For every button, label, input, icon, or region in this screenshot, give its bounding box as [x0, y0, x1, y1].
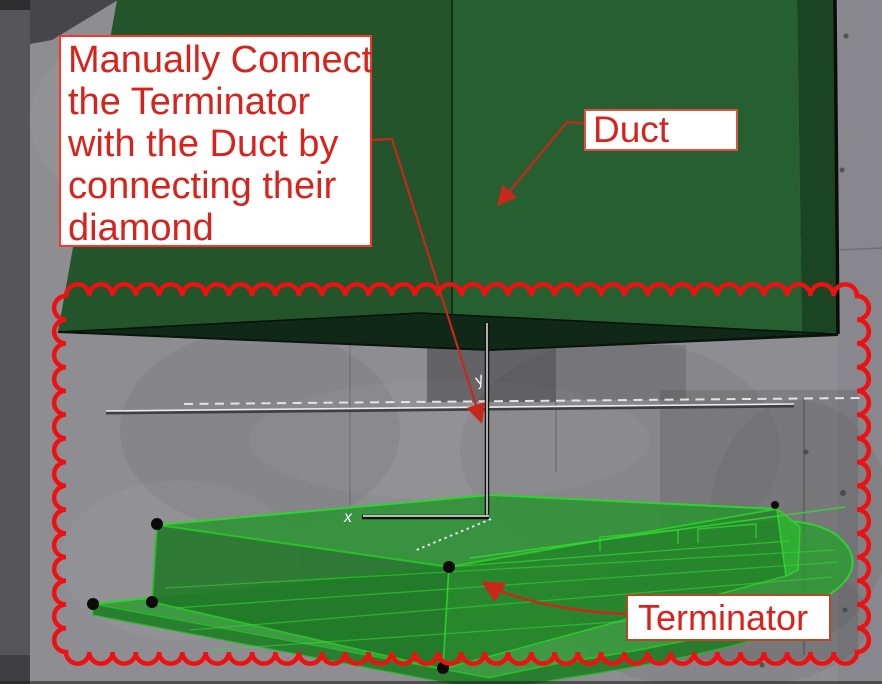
guide-dashed-line	[183, 397, 861, 405]
leader-arrows	[370, 120, 627, 616]
duct-leader-arrow	[497, 120, 585, 207]
duct-connector[interactable]: x y	[343, 322, 492, 552]
axis-x-label: x	[343, 509, 353, 526]
terminator-tray-right-wall[interactable]	[776, 507, 801, 578]
duct-side-face[interactable]	[797, 0, 838, 333]
terminator-label-text: Terminator	[638, 596, 809, 638]
duct-label: Duct	[584, 109, 738, 151]
note-line: Manually Connect	[68, 39, 373, 81]
guide-lines	[105, 397, 861, 415]
note-line: with the Duct by	[68, 123, 339, 165]
bottom-edge-strip	[0, 681, 882, 684]
terminator-label: Terminator	[626, 594, 831, 641]
wall-opening-shadow	[427, 345, 556, 402]
terminator-step-outlines	[599, 523, 757, 551]
wall-opening-shadow	[556, 345, 686, 400]
left-edge-strip	[0, 0, 30, 10]
note-box: Manually Connect the Terminator with the…	[59, 35, 373, 249]
duct-bottom-outline	[57, 331, 839, 352]
duct-front-right-face[interactable]	[452, 0, 802, 334]
note-leader-arrow	[370, 137, 486, 424]
duct-right-edge	[833, 0, 840, 335]
cloud-border	[51, 282, 872, 666]
grip-dot[interactable]	[771, 501, 779, 509]
guide-solid-line-shadow	[105, 404, 795, 415]
note-line: the Terminator	[68, 81, 311, 123]
note-line: diamond	[68, 207, 214, 249]
topleft-shadow-patch	[30, 0, 118, 44]
note-line: connecting their	[68, 165, 337, 207]
terminator-leader-arrow	[481, 581, 627, 616]
guide-solid-line	[105, 403, 795, 412]
wall-speckles	[759, 33, 849, 668]
terminator-tray-front-edge	[448, 540, 791, 568]
grip-dot[interactable]	[146, 596, 158, 608]
left-edge-strip	[0, 655, 30, 684]
terminator-rib-lines	[164, 549, 839, 651]
grip-dot[interactable]	[151, 518, 163, 530]
connector-dotted-line	[413, 518, 492, 552]
duct-label-text: Duct	[593, 109, 670, 150]
left-edge-strip	[0, 0, 30, 684]
grip-dot[interactable]	[443, 561, 455, 573]
grip-dot[interactable]	[87, 598, 99, 610]
